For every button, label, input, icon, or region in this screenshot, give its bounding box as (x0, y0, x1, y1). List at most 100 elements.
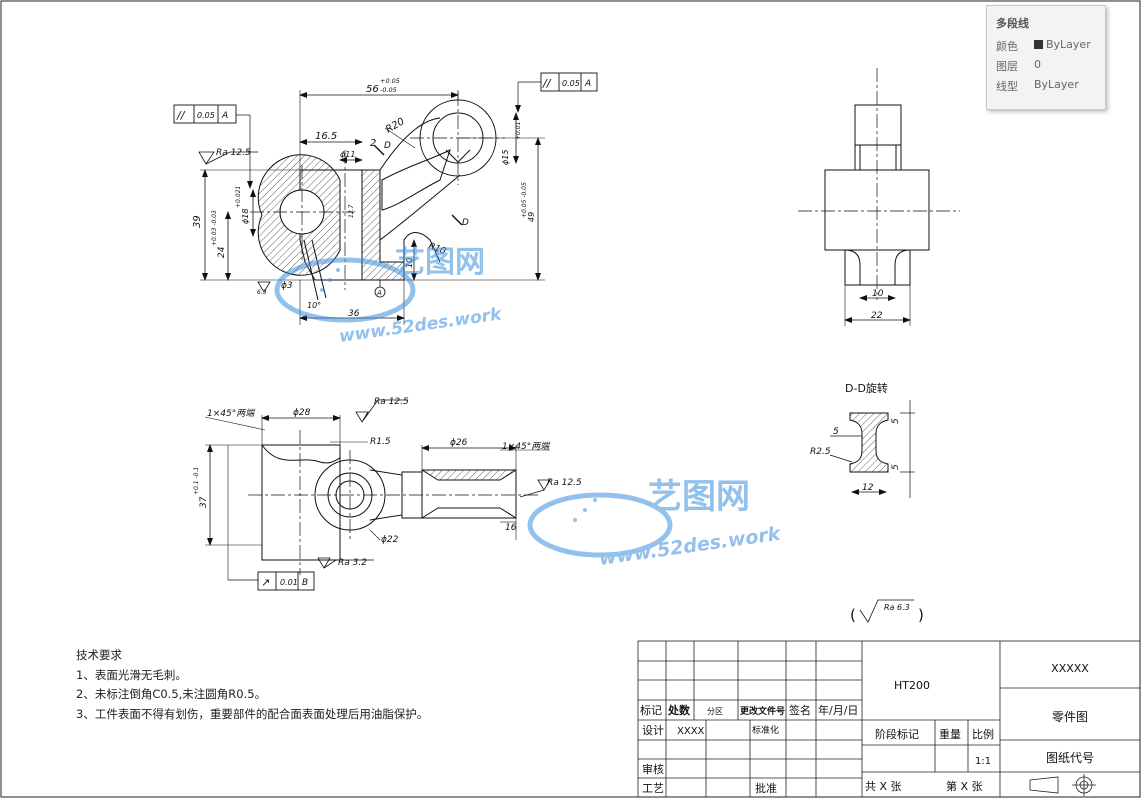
fcf-box-1 (173, 104, 237, 124)
roughness-ra-12-5-mid: Ra 12.5 (374, 397, 409, 407)
fcf2-symbol: // (542, 77, 552, 90)
tb-company: XXXXX (1051, 662, 1089, 675)
chamfer-right: 1×45°两端 (502, 441, 551, 452)
watermark-brand-1: 艺图网 (395, 245, 485, 280)
tb-drawing-no: 图纸代号 (1046, 751, 1094, 765)
tech-req-item-2: 2、未标注倒角C0.5,未注圆角R0.5。 (76, 687, 267, 701)
fcf2-datum: A (584, 79, 591, 89)
fcf1-symbol: // (176, 109, 186, 122)
roughness-ra-6-3: Ra 6.3 (884, 603, 910, 612)
dim-phi26: ϕ26 (450, 438, 468, 448)
dim-16-5: 16.5 (315, 131, 337, 142)
tooltip-title: 多段线 (996, 17, 1029, 30)
front-view[interactable] (198, 81, 545, 325)
dim-56: 56 (366, 84, 379, 95)
section-dim-r2-5: R2.5 (810, 447, 831, 457)
dim-2: 2 (370, 138, 376, 149)
dim-39: 39 (192, 215, 203, 228)
tb-design: 设计 (642, 724, 664, 737)
dim-10-degree: 10° (307, 301, 321, 310)
tb-process: 工艺 (642, 782, 664, 795)
section-dims (829, 400, 915, 498)
tb-count: 处数 (667, 703, 691, 717)
dim-r20: R20 (384, 116, 407, 135)
dim-49: 49 (527, 212, 536, 222)
watermark-url-2: www.52des.work (598, 523, 783, 570)
section-dim-5-top: 5 (891, 418, 901, 424)
tb-part-name: 零件图 (1052, 710, 1088, 724)
datum-a: A (376, 289, 382, 297)
dim-36: 36 (348, 309, 360, 319)
fcf1-value: 0.05 (197, 111, 215, 120)
ra-6-3-small: 6.3 (257, 289, 267, 296)
roughness-paren-left: ( (850, 606, 856, 624)
tooltip-value-color: ByLayer (1046, 38, 1091, 51)
dim-37: 37 (199, 496, 209, 508)
tooltip-row-color: 颜色 ByLayer (996, 38, 1106, 54)
section-mark-d-top: D (384, 141, 391, 151)
tooltip-label-color: 颜色 (996, 40, 1018, 53)
dim-56-upper-tol: +0.05 (380, 77, 400, 85)
roughness-ra-12-5-right: Ra 12.5 (547, 478, 582, 488)
side-view[interactable] (798, 68, 960, 326)
dim-side-22: 22 (871, 311, 883, 321)
tb-design-value: XXXX (677, 726, 705, 737)
tb-mark: 标记 (640, 703, 662, 717)
fcf-box-3 (257, 571, 315, 591)
tech-req-item-3: 3、工件表面不得有划伤，重要部件的配合面表面处理后用油脂保护。 (76, 706, 429, 721)
roughness-symbol-general (859, 599, 914, 623)
tooltip-row-layer: 图层 0 (996, 58, 1106, 74)
fcf2-value: 0.05 (562, 79, 580, 88)
dim-phi18: ϕ18 (241, 209, 250, 224)
section-d-d[interactable] (849, 412, 889, 473)
dim-phi15: ϕ15 (501, 150, 510, 165)
watermark-logo-2: 艺图网 www.52des.work (527, 477, 783, 570)
fcf-box-2 (540, 72, 598, 92)
tb-material: HT200 (894, 679, 930, 692)
tooltip-value-linetype: ByLayer (1034, 78, 1079, 91)
dim-37-tol: +0.1 -0.1 (193, 467, 200, 495)
dim-phi11: ϕ11 (340, 150, 355, 159)
tb-weight: 重量 (939, 727, 961, 741)
dim-24-tol: +0.03 -0.03 (211, 210, 218, 246)
dim-49-tol: +0.05 -0.05 (521, 182, 528, 218)
color-swatch-icon (1034, 40, 1043, 49)
dim-12-7: 12.7 (348, 204, 355, 218)
tb-sheet-number: 第 X 张 (946, 779, 983, 793)
tb-standardize: 标准化 (752, 724, 779, 736)
fcf1-datum: A (221, 111, 228, 121)
tb-date: 年/月/日 (818, 703, 858, 717)
tb-scale: 比例 (972, 727, 994, 741)
tb-doc-no: 更改文件号 (740, 705, 785, 717)
tech-req-item-1: 1、表面光滑无毛刺。 (76, 667, 187, 682)
dim-10-height: 10 (405, 258, 414, 268)
tb-total-sheets: 共 X 张 (865, 780, 902, 793)
dim-phi15-tol: +0.01 (515, 122, 522, 140)
dim-24: 24 (217, 246, 227, 258)
technical-requirements: 技术要求 1、表面光滑无毛刺。 2、未标注倒角C0.5,未注圆角R0.5。 3、… (76, 646, 428, 724)
dim-56-lower-tol: -0.05 (380, 86, 397, 94)
dim-phi3: ϕ3 (281, 281, 293, 291)
tb-sign: 签名 (789, 703, 811, 717)
section-dim-12: 12 (862, 483, 874, 493)
dim-16: 16 (505, 523, 517, 533)
fcf3-symbol: ↗ (261, 576, 270, 589)
section-dim-5-bottom: 5 (891, 464, 901, 470)
section-dim-5-left: 5 (833, 427, 839, 437)
watermark-brand-2: 艺图网 (648, 477, 750, 517)
tb-stage-mark: 阶段标记 (875, 727, 919, 741)
top-view[interactable] (204, 399, 551, 581)
watermark-url-1: www.52des.work (338, 304, 504, 347)
tb-zone: 分区 (707, 707, 723, 716)
fcf3-datum: B (302, 578, 308, 588)
roughness-paren-right: ) (918, 606, 924, 624)
tooltip-label-layer: 图层 (996, 60, 1018, 73)
tb-review: 审核 (642, 762, 664, 776)
projection-symbol-icon (1029, 774, 1096, 796)
property-tooltip[interactable]: 多段线 颜色 ByLayer 图层 0 线型 ByLayer (986, 5, 1106, 110)
dim-phi22: ϕ22 (381, 535, 399, 545)
tooltip-value-layer: 0 (1034, 58, 1041, 71)
tooltip-label-linetype: 线型 (996, 80, 1018, 93)
